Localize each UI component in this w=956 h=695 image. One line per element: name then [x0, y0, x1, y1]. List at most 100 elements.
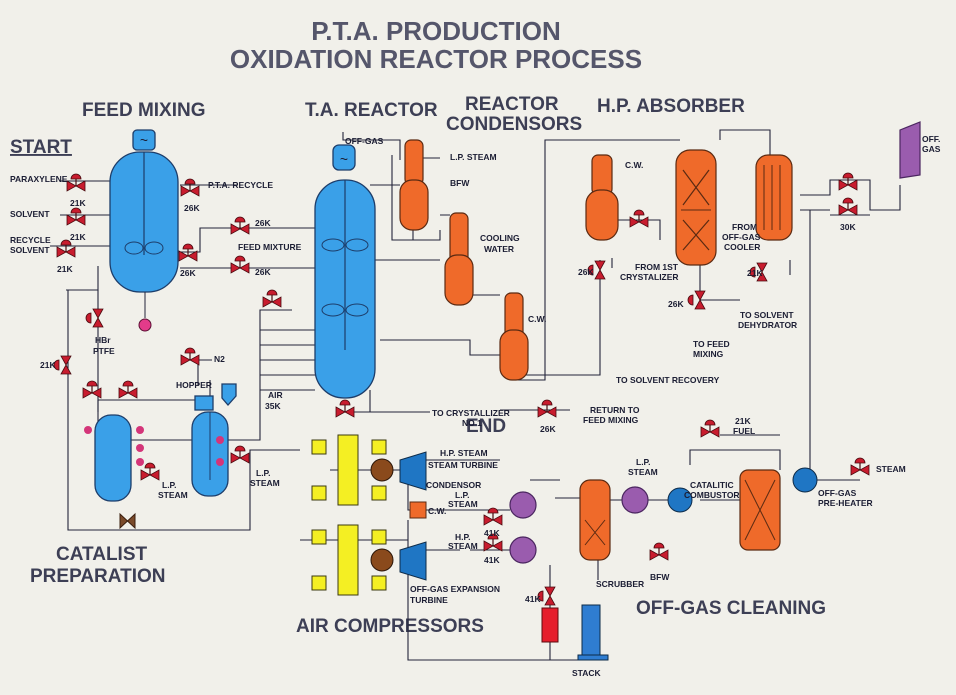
- heading-catalist-2: PREPARATION: [30, 566, 165, 587]
- valves[interactable]: [53, 172, 870, 606]
- heading-catalist-1: CATALIST: [56, 544, 148, 565]
- stack: [581, 604, 601, 661]
- label-feed-mixture: FEED MIXTURE: [238, 242, 302, 252]
- svg-text:OFF-GAS: OFF-GAS: [722, 232, 761, 242]
- label-solvent: SOLVENT: [10, 209, 50, 219]
- svg-text:21K: 21K: [747, 268, 763, 278]
- svg-text:FEED MIXING: FEED MIXING: [583, 415, 639, 425]
- svg-text:STEAM: STEAM: [876, 464, 906, 474]
- svg-text:WATER: WATER: [484, 244, 514, 254]
- svg-text:C.W.: C.W.: [528, 314, 546, 324]
- valve-reactor-bottom: [335, 399, 355, 418]
- svg-text:35K: 35K: [265, 401, 281, 411]
- knockout-drum: [541, 607, 559, 643]
- svg-text:26K: 26K: [184, 203, 200, 213]
- svg-text:21K: 21K: [735, 416, 751, 426]
- svg-text:RETURN TO: RETURN TO: [590, 405, 640, 415]
- svg-text:RECYCLE: RECYCLE: [10, 235, 51, 245]
- svg-text:30K: 30K: [840, 222, 856, 232]
- svg-text:COMBUSTOR: COMBUSTOR: [684, 490, 740, 500]
- process-labels: PARAXYLENE SOLVENT RECYCLE SOLVENT P.T.A…: [10, 134, 941, 678]
- svg-text:STEAM: STEAM: [158, 490, 188, 500]
- svg-text:TO FEED: TO FEED: [693, 339, 730, 349]
- heading-reactor-condensors-1: REACTOR: [465, 94, 559, 115]
- scrubber-vessel[interactable]: [579, 479, 611, 561]
- feed-mixing-vessel[interactable]: ~: [109, 129, 179, 332]
- heading-air-compressors: AIR COMPRESSORS: [296, 616, 484, 637]
- valve-mix-2: [178, 243, 198, 262]
- svg-text:L.P.: L.P.: [162, 480, 177, 490]
- catalist-tank-1[interactable]: [84, 414, 144, 502]
- valve-pta: [180, 178, 200, 197]
- svg-text:STEAM: STEAM: [628, 467, 658, 477]
- hopper[interactable]: [194, 383, 237, 411]
- svg-text:26K: 26K: [255, 218, 271, 228]
- heading-hp-absorber: H.P. ABSORBER: [597, 96, 745, 117]
- valve-fuel: [700, 419, 720, 438]
- svg-text:BFW: BFW: [650, 572, 670, 582]
- svg-text:HBr: HBr: [95, 335, 111, 345]
- svg-text:L.P.: L.P.: [256, 468, 271, 478]
- heading-end: END: [466, 416, 506, 437]
- reactor-condensors[interactable]: [399, 139, 529, 381]
- svg-text:~: ~: [340, 151, 348, 167]
- condensor-unit: [409, 501, 427, 519]
- svg-text:SCRUBBER: SCRUBBER: [596, 579, 644, 589]
- svg-text:21K: 21K: [70, 198, 86, 208]
- valve-catalist-bottom: [119, 512, 136, 530]
- heat-exchangers[interactable]: [509, 467, 818, 564]
- valve-steam-1: [140, 462, 160, 481]
- air-compressor-1[interactable]: [311, 434, 427, 506]
- valve-mix-1: [230, 216, 250, 235]
- svg-text:AIR: AIR: [268, 390, 283, 400]
- ta-reactor-vessel[interactable]: ~: [314, 144, 376, 399]
- svg-text:STEAM: STEAM: [448, 499, 478, 509]
- svg-text:26K: 26K: [540, 424, 556, 434]
- svg-text:C.W.: C.W.: [625, 160, 643, 170]
- svg-text:TO CRYSTALLIZER: TO CRYSTALLIZER: [432, 408, 510, 418]
- svg-text:CATALITIC: CATALITIC: [690, 480, 734, 490]
- svg-text:21K: 21K: [40, 360, 56, 370]
- valve-hbr: [85, 308, 104, 328]
- air-compressor-2[interactable]: [311, 524, 427, 596]
- label-paraxylene: PARAXYLENE: [10, 174, 68, 184]
- svg-text:COOLING: COOLING: [480, 233, 520, 243]
- heading-offgas-cleaning: OFF-GAS CLEANING: [636, 598, 826, 619]
- svg-text:OFF.: OFF.: [922, 134, 940, 144]
- svg-text:26K: 26K: [255, 267, 271, 277]
- svg-text:H.P.: H.P.: [455, 532, 470, 542]
- svg-text:OFF-GAS EXPANSION: OFF-GAS EXPANSION: [410, 584, 500, 594]
- valve-paraxylene: [66, 173, 86, 192]
- svg-text:41K: 41K: [484, 555, 500, 565]
- heading-ta-reactor: T.A. REACTOR: [305, 100, 438, 121]
- catalytic-combustor[interactable]: [739, 469, 781, 551]
- valve-tags: 21K 21K 21K 26K 26K 26K 26K 21K 26K 26K …: [40, 198, 856, 604]
- valve-steam-right: [850, 457, 870, 476]
- svg-text:26K: 26K: [668, 299, 684, 309]
- svg-text:C.W.: C.W.: [428, 506, 446, 516]
- svg-text:MIXING: MIXING: [693, 349, 724, 359]
- svg-text:26K: 26K: [180, 268, 196, 278]
- svg-text:TURBINE: TURBINE: [410, 595, 448, 605]
- heading-feed-mixing: FEED MIXING: [82, 100, 206, 121]
- svg-text:L.P.: L.P.: [636, 457, 651, 467]
- svg-text:FROM: FROM: [732, 222, 757, 232]
- valve-recycle: [56, 239, 76, 258]
- hp-absorber-units[interactable]: [585, 149, 793, 266]
- svg-text:L.P. STEAM: L.P. STEAM: [450, 152, 497, 162]
- valve-cw-absorber: [629, 209, 649, 228]
- svg-text:DEHYDRATOR: DEHYDRATOR: [738, 320, 797, 330]
- svg-text:TO SOLVENT RECOVERY: TO SOLVENT RECOVERY: [616, 375, 720, 385]
- title-line-2: OXIDATION REACTOR PROCESS: [230, 44, 642, 74]
- valve-solvent: [66, 207, 86, 226]
- off-gas-outlet: [899, 121, 921, 179]
- valve-air: [262, 289, 282, 308]
- svg-text:L.P.: L.P.: [455, 490, 470, 500]
- svg-text:STEAM: STEAM: [448, 541, 478, 551]
- svg-text:CONDENSOR: CONDENSOR: [426, 480, 481, 490]
- catalist-tank-2[interactable]: [191, 411, 229, 497]
- valve-bfw: [649, 542, 669, 561]
- label-pta-recycle: P.T.A. RECYCLE: [208, 180, 273, 190]
